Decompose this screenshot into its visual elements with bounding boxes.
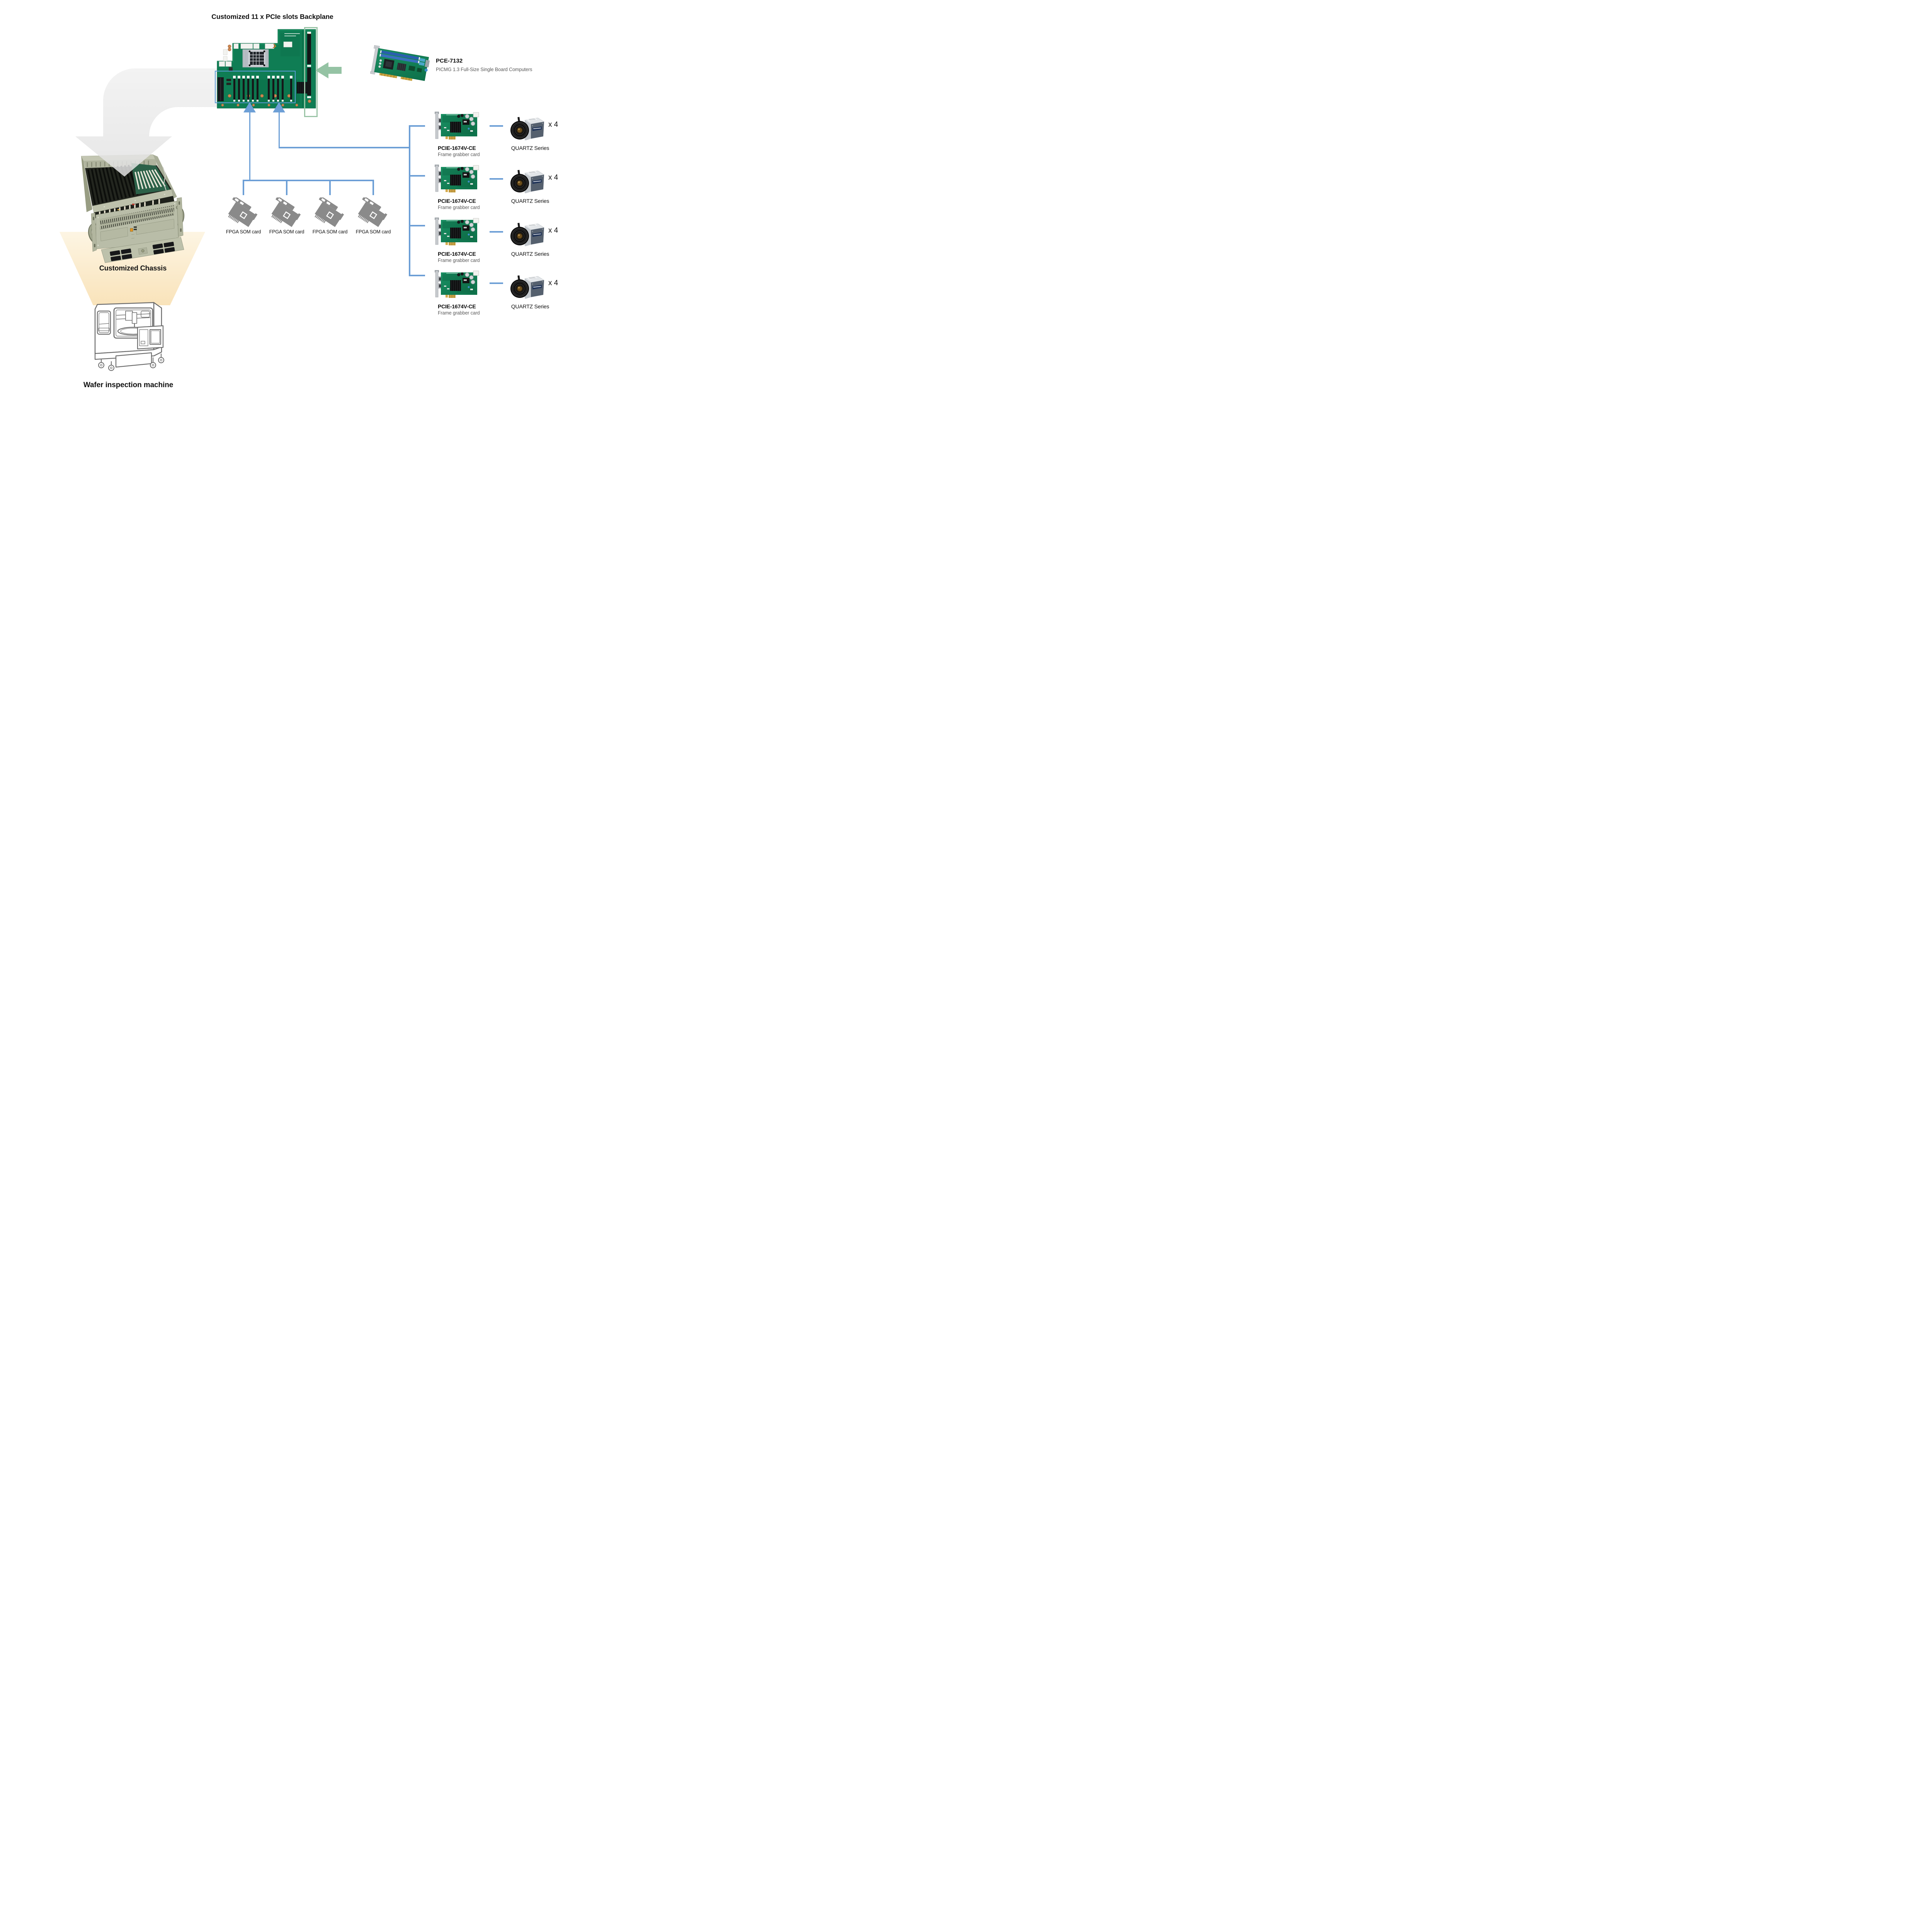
grabber-riser-line — [278, 112, 280, 148]
camera-series-label-3: QUARTZ Series — [511, 251, 549, 257]
fpga-bracket-line — [243, 180, 374, 181]
fpga-card-label-2: FPGA SOM card — [269, 229, 304, 235]
backplane-arrowhead-right — [273, 102, 285, 112]
fpga-drop-1 — [243, 180, 244, 195]
grabber-type-label-2: Frame grabber card — [438, 205, 480, 210]
grabber-model-label-4: PCIE-1674V-CE — [438, 303, 476, 310]
grabber-bus-line — [409, 125, 410, 276]
camera-image-4 — [509, 275, 546, 299]
pcie-slots-highlight-box — [215, 71, 296, 103]
camera-image-2 — [509, 169, 546, 193]
fpga-card-label-3: FPGA SOM card — [312, 229, 348, 235]
camera-qty-1: x 4 — [548, 121, 558, 129]
grabber-type-label-4: Frame grabber card — [438, 310, 480, 316]
camera-link-4 — [490, 282, 503, 284]
camera-series-label-4: QUARTZ Series — [511, 303, 549, 310]
wafer-machine-image — [94, 302, 164, 371]
grabber-card-image-1 — [435, 112, 480, 141]
grabber-card-image-2 — [435, 165, 480, 194]
grabber-branch-line — [278, 147, 410, 148]
fpga-card-image-1 — [226, 197, 261, 228]
sbc-slot-highlight-box — [304, 27, 318, 117]
camera-series-label-1: QUARTZ Series — [511, 145, 549, 151]
grabber-model-label-2: PCIE-1674V-CE — [438, 198, 476, 204]
fpga-drop-4 — [372, 180, 374, 195]
diagram-canvas: FPGA SOM card FPGA SOM card FPGA SOM car… — [0, 0, 597, 398]
diagram-title: Customized 11 x PCIe slots Backplane — [211, 13, 333, 20]
sbc-description-label: PICMG 1.3 Full-Size Single Board Compute… — [436, 67, 532, 72]
grabber-stub-4 — [409, 275, 425, 276]
camera-link-1 — [490, 125, 503, 127]
fpga-card-label-1: FPGA SOM card — [226, 229, 261, 235]
machine-label: Wafer inspection machine — [83, 381, 173, 389]
sbc-model-label: PCE-7132 — [436, 58, 463, 64]
fpga-drop-3 — [329, 180, 331, 195]
grabber-card-image-3 — [435, 218, 480, 247]
chassis-label: Customized Chassis — [99, 264, 167, 272]
fpga-card-image-3 — [313, 197, 347, 228]
grabber-stub-3 — [409, 225, 425, 226]
fpga-card-image-4 — [356, 197, 391, 228]
sbc-insert-arrow — [315, 62, 342, 78]
grabber-stub-2 — [409, 175, 425, 177]
camera-link-2 — [490, 178, 503, 180]
grabber-model-label-3: PCIE-1674V-CE — [438, 251, 476, 257]
camera-link-3 — [490, 231, 503, 233]
grabber-stub-1 — [409, 125, 425, 127]
backplane-arrowhead-left — [243, 102, 256, 112]
sbc-card-image — [370, 45, 430, 81]
camera-qty-2: x 4 — [548, 173, 558, 182]
grabber-type-label-3: Frame grabber card — [438, 258, 480, 263]
grabber-model-label-1: PCIE-1674V-CE — [438, 145, 476, 151]
fpga-riser-line — [249, 112, 250, 180]
fpga-card-label-4: FPGA SOM card — [355, 229, 391, 235]
camera-qty-3: x 4 — [548, 226, 558, 235]
camera-image-3 — [509, 222, 546, 246]
flow-arrow-down — [75, 68, 222, 177]
grabber-card-image-4 — [435, 270, 480, 299]
fpga-drop-2 — [286, 180, 287, 195]
camera-image-1 — [509, 116, 546, 140]
camera-series-label-2: QUARTZ Series — [511, 198, 549, 204]
camera-qty-4: x 4 — [548, 279, 558, 287]
grabber-type-label-1: Frame grabber card — [438, 152, 480, 157]
fpga-card-image-2 — [269, 197, 304, 228]
